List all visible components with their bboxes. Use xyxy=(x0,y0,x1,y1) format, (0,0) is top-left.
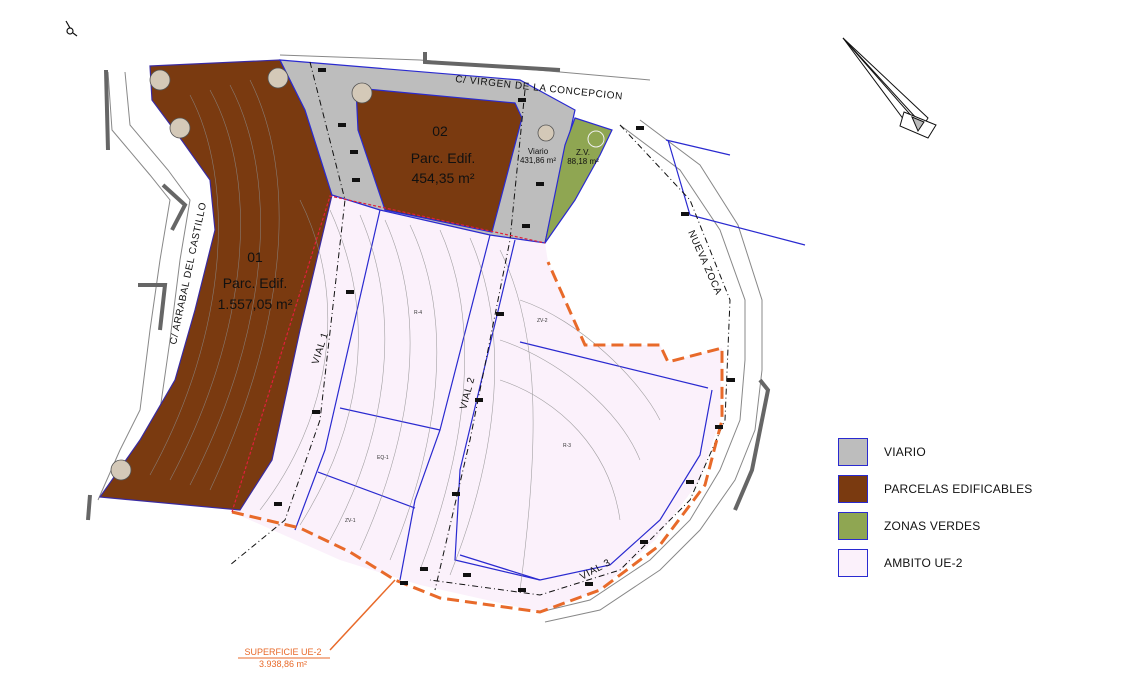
zona-verde xyxy=(544,117,613,244)
parcel-02-number: 02 xyxy=(432,123,448,139)
legend-label: ZONAS VERDES xyxy=(884,519,981,533)
callout-value: 3.938,86 m² xyxy=(259,659,307,669)
street-right-label: NUEVA ZOCA xyxy=(685,229,723,297)
parcel-lines xyxy=(294,139,806,581)
contour-lines xyxy=(149,79,661,591)
tree-symbols xyxy=(110,67,555,481)
legend-item: PARCELAS EDIFICABLES xyxy=(838,475,1098,505)
legend-label: PARCELAS EDIFICABLES xyxy=(884,482,1033,496)
key-icon xyxy=(65,20,78,37)
legend-swatch xyxy=(838,475,868,503)
parcel-02-area: 454,35 m² xyxy=(411,170,474,186)
zone-eq: EQ-1 xyxy=(377,455,389,461)
callout-title: SUPERFICIE UE-2 xyxy=(244,647,321,657)
legend-swatch xyxy=(838,512,868,540)
zv-area: 88,18 m² xyxy=(567,157,599,166)
ambito-ue2-area xyxy=(232,196,722,612)
viario-area: 431,86 m² xyxy=(520,156,556,165)
zone-r3: R-3 xyxy=(563,443,571,449)
zv-label: Z.V. xyxy=(576,148,590,157)
zone-r4: R-4 xyxy=(414,310,422,316)
parcel-01-area: 1.557,05 m² xyxy=(218,296,293,312)
legend-label: VIARIO xyxy=(884,445,926,459)
parcel-02-label: Parc. Edif. xyxy=(411,150,476,166)
legend-swatch xyxy=(838,438,868,466)
north-arrow-icon xyxy=(842,37,937,139)
zone-zv1: ZV-1 xyxy=(345,518,356,524)
curb-heavy xyxy=(86,52,771,521)
tree-zv xyxy=(587,130,605,148)
legend-label: AMBITO UE-2 xyxy=(884,556,963,570)
legend-item: VIARIO xyxy=(838,438,1098,468)
ue2-boundary xyxy=(231,261,724,614)
callout-leader xyxy=(329,579,396,651)
road-axes xyxy=(229,61,731,596)
zone-zv2: ZV-2 xyxy=(537,318,548,324)
legend-item: ZONAS VERDES xyxy=(838,512,1098,542)
legend-item: AMBITO UE-2 xyxy=(838,549,1098,579)
legend-swatch xyxy=(838,549,868,577)
ue2-boundary-north xyxy=(231,195,546,513)
viario-label: Viario xyxy=(528,147,549,156)
parcel-01-label: Parc. Edif. xyxy=(223,275,288,291)
parcel-01-number: 01 xyxy=(247,249,263,265)
